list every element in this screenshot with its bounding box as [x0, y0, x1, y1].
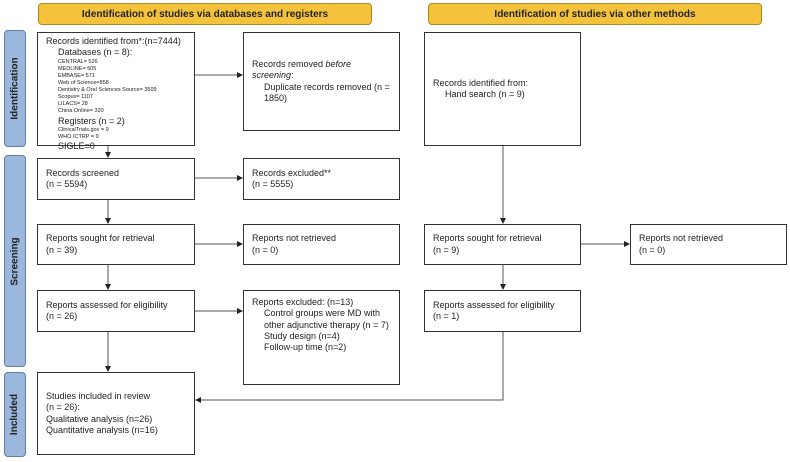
- reports-excluded-box: Reports excluded: (n=13) Control groups …: [243, 290, 400, 385]
- records-screened-box: Records screened(n = 5594): [37, 158, 195, 200]
- records-excluded-box: Records excluded**(n = 5555): [243, 158, 400, 200]
- studies-included-box: Studies included in review(n = 26):Quali…: [37, 372, 195, 455]
- stage-screening: Screening: [4, 155, 26, 367]
- other-reports-assessed-box: Reports assessed for eligibility(n = 1): [424, 290, 581, 332]
- reports-sought-box: Reports sought for retrieval(n = 39): [37, 224, 195, 265]
- reports-not-retrieved-box: Reports not retrieved(n = 0): [243, 224, 400, 265]
- other-reports-sought-box: Reports sought for retrieval(n = 9): [424, 224, 581, 265]
- stage-identification: Identification: [4, 30, 26, 147]
- header-databases: Identification of studies via databases …: [38, 3, 372, 25]
- arrow: [195, 332, 504, 403]
- reports-assessed-box: Reports assessed for eligibility(n = 26): [37, 290, 195, 332]
- other-identified-box: Records identified from: Hand search (n …: [424, 32, 581, 146]
- other-reports-not-retrieved-box: Reports not retrieved(n = 0): [630, 224, 787, 265]
- records-identified-box: Records identified from*:(n=7444) Databa…: [37, 32, 195, 151]
- records-removed-box: Records removed before screening: Duplic…: [243, 32, 400, 131]
- header-other-methods: Identification of studies via other meth…: [428, 3, 762, 25]
- stage-included: Included: [4, 372, 26, 457]
